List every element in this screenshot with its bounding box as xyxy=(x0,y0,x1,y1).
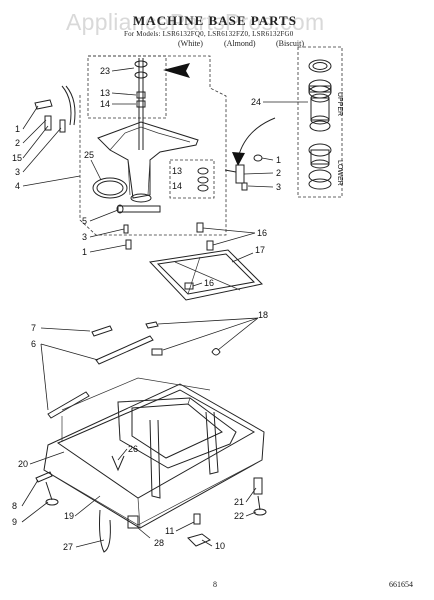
callout-14-shaft-part: 14 xyxy=(100,99,110,109)
callout-9-foot: 9 xyxy=(12,517,17,527)
callout-11-part: 11 xyxy=(165,526,174,536)
callout-25-ring: 25 xyxy=(84,150,94,160)
callouts: 1 2 15 3 4 25 23 13 14 24 13 14 1 2 3 5 … xyxy=(12,66,281,552)
transmission-box xyxy=(79,55,227,236)
model-list: For Models: LSR6132FQ0, LSR6132FZ0, LSR6… xyxy=(124,30,294,38)
callout-1-motor-clip: 1 xyxy=(15,124,20,134)
callout-22-foot: 22 xyxy=(234,511,244,521)
callout-3-screw: 3 xyxy=(15,167,20,177)
callout-14-brake-part: 14 xyxy=(172,181,182,191)
callout-2-right: 2 xyxy=(276,168,281,178)
callout-10-part: 10 xyxy=(215,541,225,551)
callout-1-lower: 1 xyxy=(82,247,87,257)
callout-13-shaft-part: 13 xyxy=(100,88,110,98)
callout-6-bracket: 6 xyxy=(31,339,36,349)
color-biscuit: (Biscuit) xyxy=(276,39,304,48)
leader-lines xyxy=(21,67,308,548)
callout-20-frame: 20 xyxy=(18,459,28,469)
callout-23-shaft-part: 23 xyxy=(100,66,110,76)
callout-7-bracket: 7 xyxy=(31,323,36,333)
callout-8-foot: 8 xyxy=(12,501,17,511)
callout-18-clips: 18 xyxy=(258,310,268,320)
big-arrow xyxy=(163,63,190,78)
brake-parts-box xyxy=(169,159,215,199)
callout-28-part: 28 xyxy=(154,538,164,548)
curved-arrow-head xyxy=(232,152,245,166)
callout-1-right: 1 xyxy=(276,155,281,165)
callout-5-pin: 5 xyxy=(82,216,87,226)
suspension-bracket xyxy=(148,222,264,301)
callout-15-pin: 15 xyxy=(12,153,22,163)
callout-4-transmission: 4 xyxy=(15,181,20,191)
callout-13-brake-part: 13 xyxy=(172,166,182,176)
callout-3-lower: 3 xyxy=(82,232,87,242)
callout-2-lever: 2 xyxy=(15,138,20,148)
page-number: 8 xyxy=(213,580,217,589)
callout-3-right: 3 xyxy=(276,182,281,192)
callout-16-top: 16 xyxy=(257,228,267,238)
transmission-assembly xyxy=(34,55,227,250)
diagram-title: MACHINE BASE PARTS xyxy=(133,13,297,28)
callout-19-base: 19 xyxy=(64,511,74,521)
bearing-box xyxy=(297,46,343,198)
color-white: (White) xyxy=(178,39,203,48)
callout-27-hose: 27 xyxy=(63,542,73,552)
watermark: AppliancePartsPros.com xyxy=(66,9,325,35)
callout-17-bracket: 17 xyxy=(255,245,265,255)
callout-26-part: 26 xyxy=(128,444,138,454)
bearing-inset: UPPER LOWER xyxy=(224,46,343,198)
lower-label: LOWER xyxy=(336,160,343,186)
callout-24-bearing: 24 xyxy=(251,97,261,107)
callout-21-foot: 21 xyxy=(234,497,244,507)
callout-16-bracket: 16 xyxy=(204,278,214,288)
color-almond: (Almond) xyxy=(224,39,256,48)
document-number: 661654 xyxy=(389,580,413,589)
upper-label: UPPER xyxy=(336,92,343,116)
